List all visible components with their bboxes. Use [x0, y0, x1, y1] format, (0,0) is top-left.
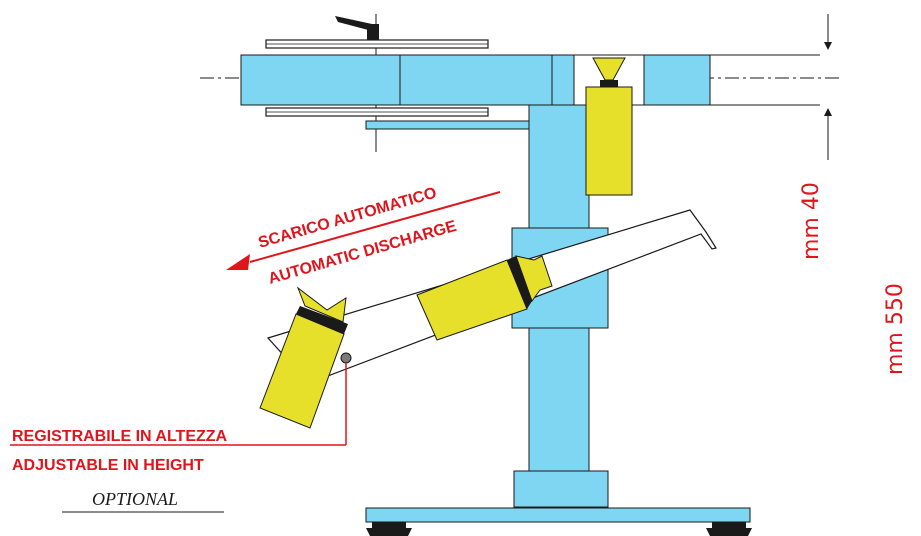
- label-optional: OPTIONAL: [92, 489, 178, 509]
- machine-base: [365, 507, 752, 536]
- clamp-handle: [335, 16, 379, 40]
- product-upper: [585, 57, 633, 196]
- label-height-en: ADJUSTABLE IN HEIGHT: [12, 457, 204, 474]
- dimension-40: mm 40: [799, 182, 824, 260]
- dimension-550: mm 550: [883, 283, 908, 375]
- support-plate: [365, 120, 531, 130]
- product-discharged: [259, 286, 348, 429]
- column-lower: [513, 327, 609, 508]
- label-height-it: REGISTRABILE IN ALTEZZA: [12, 428, 228, 445]
- discharge-arrow: [226, 191, 501, 270]
- top-beam: [240, 54, 820, 106]
- height-adjust-knob: [10, 352, 352, 446]
- product-on-chute: [416, 255, 553, 341]
- upper-rotary-disc: [265, 39, 489, 117]
- column-upper: [528, 104, 590, 229]
